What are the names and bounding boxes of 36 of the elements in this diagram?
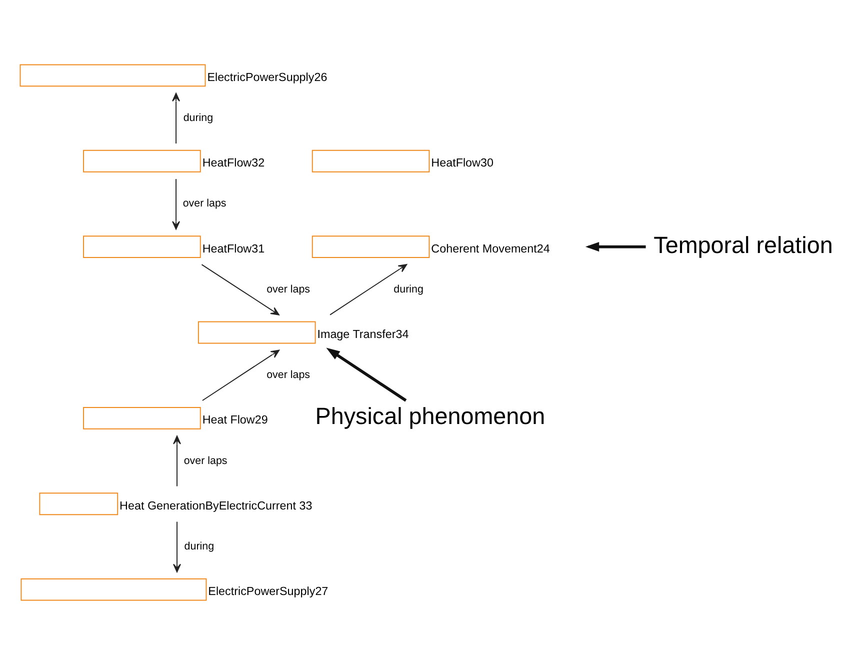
- node-text: Temporal relation: [654, 231, 833, 258]
- arrow: [330, 264, 408, 315]
- node-label: HeatFlow32: [202, 156, 265, 170]
- node-label: ElectricPowerSupply26: [207, 70, 328, 84]
- arrow: [326, 347, 407, 402]
- arrow: [172, 92, 180, 144]
- node-box: [20, 64, 206, 86]
- arrow: [172, 178, 180, 230]
- node-box: [83, 149, 201, 172]
- node-label: Coherent Movement24: [431, 242, 550, 255]
- edge-label: over laps: [184, 454, 228, 466]
- node-label: HeatFlow30: [431, 156, 494, 170]
- edge-label: over laps: [266, 282, 310, 295]
- node-label: Heat GenerationByElectricCurrent 33: [120, 498, 312, 512]
- edge-label: during: [183, 111, 214, 124]
- edge-label: over laps: [182, 197, 226, 210]
- edge-label: during: [394, 282, 424, 295]
- node-box: [39, 492, 118, 515]
- arrow: [173, 435, 181, 486]
- node-label: Image Transfer34: [317, 327, 409, 340]
- node-box: [312, 149, 430, 172]
- edge-label: over laps: [266, 368, 310, 381]
- node-label: ElectricPowerSupply27: [208, 584, 328, 598]
- node-box: [312, 235, 430, 258]
- arrow: [201, 264, 280, 315]
- node-box: [83, 235, 201, 258]
- node-label: Heat Flow29: [202, 413, 268, 426]
- node-text: Physical phenomenon: [315, 402, 546, 429]
- arrow: [585, 242, 646, 252]
- node-box: [20, 578, 207, 600]
- node-box: [83, 406, 201, 429]
- arrow: [173, 520, 181, 572]
- arrow: [202, 349, 280, 400]
- node-box: [198, 320, 316, 344]
- node-label: HeatFlow31: [202, 242, 265, 255]
- edge-label: during: [184, 540, 214, 552]
